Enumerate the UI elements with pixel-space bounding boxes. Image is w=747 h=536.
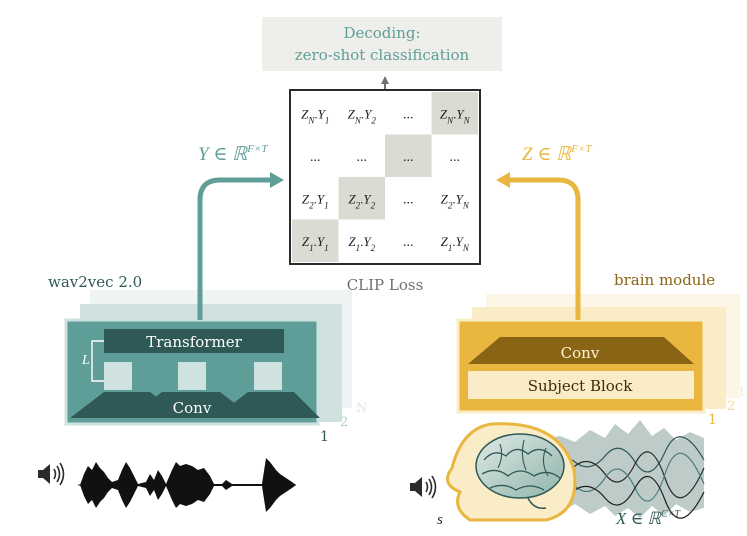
wav2vec-module: wav2vec 2.0 Transformer L Conv 1 2 N: [48, 273, 367, 445]
matrix-cell-label: ZN.Y1: [301, 106, 329, 125]
audio-waveform: [80, 458, 296, 512]
subject-block: [468, 371, 694, 399]
transformer-block: [104, 329, 284, 353]
speaker-icon-right: [410, 475, 437, 499]
matrix-cell-label: Z2.Y1: [302, 191, 329, 210]
decoding-box: Decoding: zero-shot classification: [262, 17, 502, 71]
decoding-box-background: [262, 17, 502, 71]
matrix-cell-label: Z2.YN: [441, 191, 470, 210]
matrix-cell-label: ...: [403, 107, 414, 122]
matrix-cell-label: Z2.Y2: [348, 191, 375, 210]
layer-loop-line: [91, 340, 104, 382]
brain-stack-label-1: 1: [708, 412, 717, 428]
brain-output-superscript: F×T: [570, 143, 592, 155]
brain-conv-label: Conv: [561, 344, 600, 362]
matrix-cell-highlight: [292, 219, 339, 262]
matrix-cell-highlight: [385, 134, 432, 177]
brain-input-superscript: C×T: [661, 509, 681, 520]
matrix-cell-highlight: [338, 177, 385, 220]
brain-output-arrow-line: [506, 177, 581, 320]
matrix-cell-label: Z1.Y2: [348, 234, 375, 253]
audio-output-arrow-line: [197, 177, 274, 320]
audio-input: [38, 458, 296, 512]
transformer-label: Transformer: [146, 333, 242, 351]
audio-output-arrow-head: [270, 172, 284, 188]
layer-count-label: L: [81, 353, 90, 368]
brain-module-title: brain module: [614, 271, 715, 289]
feature-square-3: [254, 362, 282, 390]
subject-block-label: Subject Block: [528, 377, 634, 395]
matrix-cells: ZN.Y1 ZN.Y2... ZN.YN............ Z2.Y1 Z2.Y2…: [292, 92, 478, 262]
brain-module: brain module Conv Subject Block 1 2 1: [456, 271, 746, 428]
matrix-cell-label: ...: [403, 150, 414, 165]
wav2vec-stack-label-2: 2: [340, 415, 348, 430]
brain-input: s X ∈ ℝC×T: [410, 420, 705, 528]
clip-loss-caption: CLIP Loss: [347, 276, 424, 294]
wav2vec-stack-label-n: N: [356, 401, 367, 416]
brain-conv-trapezoid: [468, 337, 694, 364]
matrix-cell-label: Z1.YN: [441, 234, 470, 253]
speaker-icon: [38, 462, 65, 486]
wav2vec-conv-label: Conv: [173, 399, 212, 417]
similarity-matrix: ZN.Y1 ZN.Y2... ZN.YN............ Z2.Y1 Z2.Y2…: [289, 89, 481, 294]
decoding-subtitle: zero-shot classification: [295, 46, 470, 64]
matrix-cell-highlight: [431, 92, 478, 135]
matrix-cell-label: ...: [403, 192, 414, 207]
audio-output-label: Y ∈ ℝF×T: [198, 143, 268, 165]
matrix-cell-label: ...: [310, 150, 321, 165]
brain-output-label: Z ∈ ℝF×T: [522, 143, 592, 165]
matrix-cell-label: ...: [450, 150, 461, 165]
matrix-cell-label: ZN.Y2: [348, 106, 377, 125]
brain-output-arrow-head: [496, 172, 510, 188]
brain-input-label: X ∈ ℝC×T: [615, 509, 681, 528]
matrix-cell-label: Z1.Y1: [302, 234, 329, 253]
conv-trapezoid-right: [214, 392, 320, 418]
decoding-title: Decoding:: [343, 24, 420, 42]
wav2vec-stack-label-1: 1: [320, 429, 329, 445]
subject-label: s: [437, 512, 443, 528]
matrix-cell-label: ...: [357, 150, 368, 165]
feature-square-2: [178, 362, 206, 390]
brain-stack-label-3: 1: [738, 385, 746, 399]
feature-square-1: [104, 362, 132, 390]
wav2vec-title: wav2vec 2.0: [48, 273, 142, 291]
brain-stack-label-2: 2: [727, 399, 735, 414]
matrix-cell-label: ZN.YN: [440, 106, 471, 125]
matrix-cell-label: ...: [403, 235, 414, 250]
audio-output-superscript: F×T: [246, 143, 268, 155]
brain-illustration: [475, 433, 565, 510]
